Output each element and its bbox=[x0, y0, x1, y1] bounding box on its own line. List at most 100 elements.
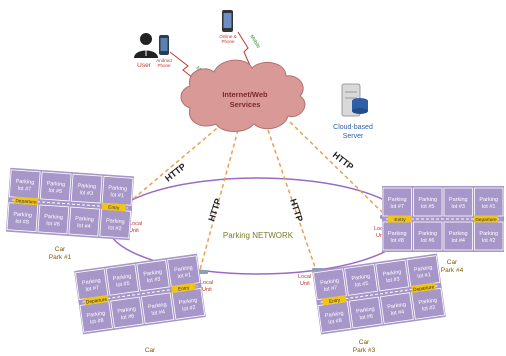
parking-lot-label: Parking bbox=[449, 197, 468, 203]
android-label-line2: Phone bbox=[157, 63, 171, 68]
parking-lot bbox=[140, 292, 175, 325]
parking-lot-number: lot #7 bbox=[17, 186, 31, 193]
parking-lot-label: Parking bbox=[108, 185, 127, 192]
http-link-park4 bbox=[289, 121, 385, 215]
parking-lot bbox=[344, 263, 379, 296]
gate-tag-left-label: Entry bbox=[329, 297, 342, 305]
parking-lot bbox=[136, 259, 170, 292]
http-label-1: HTTP bbox=[163, 161, 188, 183]
parking-lot bbox=[375, 259, 410, 292]
parking-lot-number: lot #3 bbox=[386, 277, 400, 285]
http-label-4: HTTP bbox=[331, 150, 356, 172]
park1-label-line1: Car bbox=[55, 246, 66, 253]
gate-tag-left bbox=[322, 295, 347, 306]
svg-text:Unit: Unit bbox=[300, 281, 310, 287]
parking-lot bbox=[348, 296, 383, 329]
parking-lot-label: Parking bbox=[86, 311, 105, 320]
gate-tag-right-label: Entry bbox=[108, 205, 120, 212]
cloud-label-line2: Services bbox=[230, 100, 261, 109]
park4-label-line2: Park #4 bbox=[441, 267, 464, 274]
gate-tag-left-label: Entry bbox=[394, 217, 406, 223]
park2-label-line1: Car bbox=[145, 347, 156, 354]
parking-lot-label: Parking bbox=[387, 302, 406, 311]
parking-lot-number: lot #1 bbox=[110, 192, 124, 199]
gate-tag-left-label: Departure bbox=[15, 198, 37, 205]
user-icon bbox=[134, 33, 158, 58]
server-label-line2: Server bbox=[343, 133, 364, 140]
android-phone-icon bbox=[159, 35, 169, 55]
user-label: User bbox=[137, 62, 152, 69]
parking-lot bbox=[443, 221, 473, 251]
parking-lot-number: lot #4 bbox=[391, 309, 405, 317]
parking-lot-label: Parking bbox=[351, 274, 370, 283]
parking-lot bbox=[37, 204, 70, 235]
internet-cloud: Internet/Web Services bbox=[180, 59, 306, 132]
parking-lot-number: lot #2 bbox=[108, 225, 122, 232]
smartphone-icon bbox=[222, 10, 233, 32]
parking-lot-label: Parking bbox=[382, 269, 401, 278]
parking-lot-label: Parking bbox=[414, 265, 433, 274]
svg-text:Local: Local bbox=[298, 274, 311, 280]
gate-tag-right bbox=[171, 282, 196, 294]
parking-lot-number: lot #1 bbox=[417, 272, 431, 280]
gate-tag-left bbox=[388, 215, 412, 223]
svg-text:Unit: Unit bbox=[129, 228, 139, 234]
gate-tag-right bbox=[101, 202, 127, 212]
android-label-line1: Android bbox=[156, 58, 172, 63]
gate-tag-left bbox=[84, 294, 109, 306]
parking-lot-label: Parking bbox=[112, 274, 131, 283]
parking-lot-label: Parking bbox=[117, 306, 136, 315]
parking-lot bbox=[443, 187, 473, 217]
parking-lot-label: Parking bbox=[44, 214, 63, 221]
parking-lot-label: Parking bbox=[320, 278, 339, 287]
server-icon bbox=[341, 83, 368, 117]
parking-lot-number: lot #8 bbox=[90, 318, 104, 326]
parking-lot-number: lot #3 bbox=[452, 204, 465, 210]
gate-tag-right-label: Departure bbox=[475, 217, 497, 223]
parking-lot-number: lot #6 bbox=[359, 314, 373, 322]
parking-lot-number: lot #8 bbox=[391, 238, 404, 244]
parking-lot-number: lot #6 bbox=[421, 238, 434, 244]
http-link-park3 bbox=[267, 129, 317, 271]
park3-label-line2: Park #3 bbox=[353, 347, 376, 354]
parking-lot-number: lot #7 bbox=[324, 285, 338, 293]
parking-lot bbox=[70, 173, 103, 204]
gate-tag-right-label: Departure bbox=[413, 284, 435, 293]
parking-lot-number: lot #8 bbox=[328, 318, 342, 326]
parking-lot bbox=[110, 296, 144, 329]
parking-lot bbox=[413, 187, 443, 217]
http-label-3: HTTP bbox=[288, 198, 305, 223]
svg-text:Local: Local bbox=[200, 280, 213, 286]
parking-lot-number: lot #5 bbox=[116, 281, 130, 289]
parking-lot-number: lot #1 bbox=[177, 272, 191, 280]
parking-lot-number: lot #5 bbox=[48, 188, 62, 195]
http-link-park2 bbox=[199, 129, 239, 271]
parking-lot bbox=[39, 171, 72, 202]
svg-text:Local: Local bbox=[374, 226, 387, 232]
parking-lot-number: lot #6 bbox=[121, 314, 135, 322]
iphone-label-line1: Online & bbox=[219, 34, 236, 39]
parking-lot-number: lot #7 bbox=[391, 204, 404, 210]
parking-lot-number: lot #4 bbox=[151, 309, 165, 317]
parking-lot-number: lot #1 bbox=[482, 204, 495, 210]
parking-lot-label: Parking bbox=[75, 216, 94, 223]
network-label: Parking NETWORK bbox=[223, 231, 294, 240]
parking-lot-number: lot #5 bbox=[421, 204, 434, 210]
http-label-2: HTTP bbox=[206, 197, 223, 222]
parking-lot bbox=[105, 263, 140, 296]
gate-tag-left bbox=[13, 196, 39, 206]
park1-label-line2: Park #1 bbox=[49, 254, 72, 261]
parking-lot-label: Parking bbox=[77, 183, 96, 190]
parking-lot-label: Parking bbox=[13, 212, 32, 219]
parking-lot-label: Parking bbox=[418, 197, 437, 203]
park3-label-line1: Car bbox=[359, 339, 370, 346]
parking-lot-number: lot #4 bbox=[452, 238, 465, 244]
parking-lot-label: Parking bbox=[174, 265, 193, 274]
parking-lot-number: lot #2 bbox=[482, 238, 495, 244]
gate-tag-right-label: Entry bbox=[178, 285, 191, 293]
parking-lot-label: Parking bbox=[418, 231, 437, 237]
